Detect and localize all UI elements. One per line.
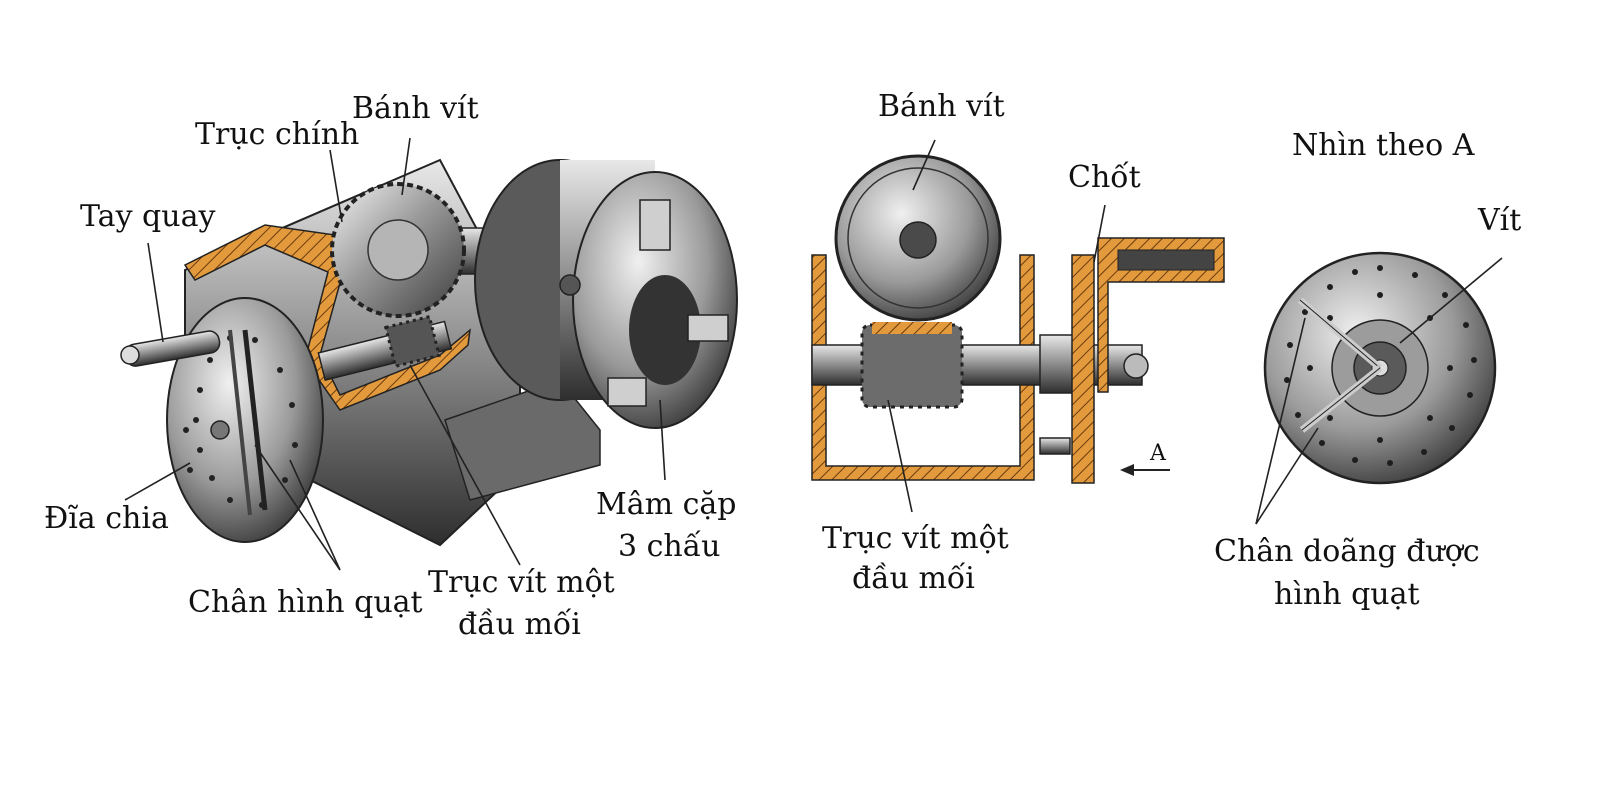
label-view-a-title: Nhìn theo A [1292,128,1475,163]
label-chan-doang-1: Chân doãng được [1214,534,1480,569]
worm-thread [383,314,441,369]
crank-arm-section [1097,237,1225,393]
label-truc-vit-mid-1: Trục vít một [822,521,1009,556]
shaft-collar [1039,334,1077,394]
leader-tay-quay [147,242,164,343]
label-vit: Vít [1477,203,1521,238]
leader-truc-vit-left [409,364,521,566]
chuck-jaw-3 [607,377,647,407]
leader-banh-vit-left [401,137,411,196]
left-view: Bánh vít Trục chính Tay quay Đĩa chia Ch… [44,91,738,642]
crank-pin [210,420,230,440]
chuck-jaw-1 [639,199,671,251]
middle-view: Bánh vít Chốt A Trục vít một đầu mối [811,89,1225,596]
leader-mam-cap [659,399,666,481]
label-banh-vit-mid: Bánh vít [878,89,1005,124]
label-chot: Chốt [1068,160,1141,195]
housing-section [811,254,1035,481]
leader-banh-vit-mid [912,139,936,191]
label-truc-vit-left-1: Trục vít một [428,565,615,600]
view-a-sector-arm-2-edge [1301,367,1381,431]
label-banh-vit-left: Bánh vít [352,91,479,126]
label-truc-chinh: Trục chính [195,117,359,152]
chuck-bore [629,275,701,385]
crank-spring [1117,249,1215,271]
crank-knob [120,345,140,365]
leader-chan-doang-b [1255,427,1319,525]
chuck-jaw-2 [687,314,729,342]
view-a-sector-arm-1-edge [1299,299,1381,369]
leader-chan-hinh-quat-a [254,444,341,571]
worm-wheel-rim [847,167,989,309]
leader-chan-hinh-quat-b [289,459,341,571]
view-arrow-a-head [1120,464,1134,476]
leader-chan-doang-a [1255,317,1306,525]
label-dia-chia: Đĩa chia [44,501,169,536]
worm-thread-section [860,323,964,409]
worm-wheel-hub [367,219,429,281]
label-truc-vit-mid-2: đầu mối [852,561,975,596]
label-chan-doang-2: hình quạt [1274,577,1420,612]
sector-arm-2 [228,329,252,516]
label-chan-hinh-quat: Chân hình quạt [188,585,423,620]
leader-chot [1093,204,1106,263]
shaft-nut [1123,353,1149,379]
sector-arm-1 [242,329,268,511]
leader-vit [1399,257,1503,344]
worm-wheel-bore [899,221,937,259]
label-mam-cap-1: Mâm cặp [596,487,736,522]
worm-contact [872,322,952,334]
leader-truc-chinh [329,149,343,223]
label-mam-cap-2: 3 chấu [618,529,720,564]
label-truc-vit-left-2: đầu mối [458,607,581,642]
locking-screw [1039,437,1071,455]
leader-dia-chia [124,462,191,501]
index-plate-section [1071,254,1095,484]
leader-truc-vit-mid [887,399,913,513]
label-arrow-a: A [1149,441,1167,466]
right-view: Nhìn theo A Vít Chân doãng được hình quạ… [1214,128,1521,612]
chuck-screw [559,274,581,296]
label-tay-quay: Tay quay [80,199,215,234]
